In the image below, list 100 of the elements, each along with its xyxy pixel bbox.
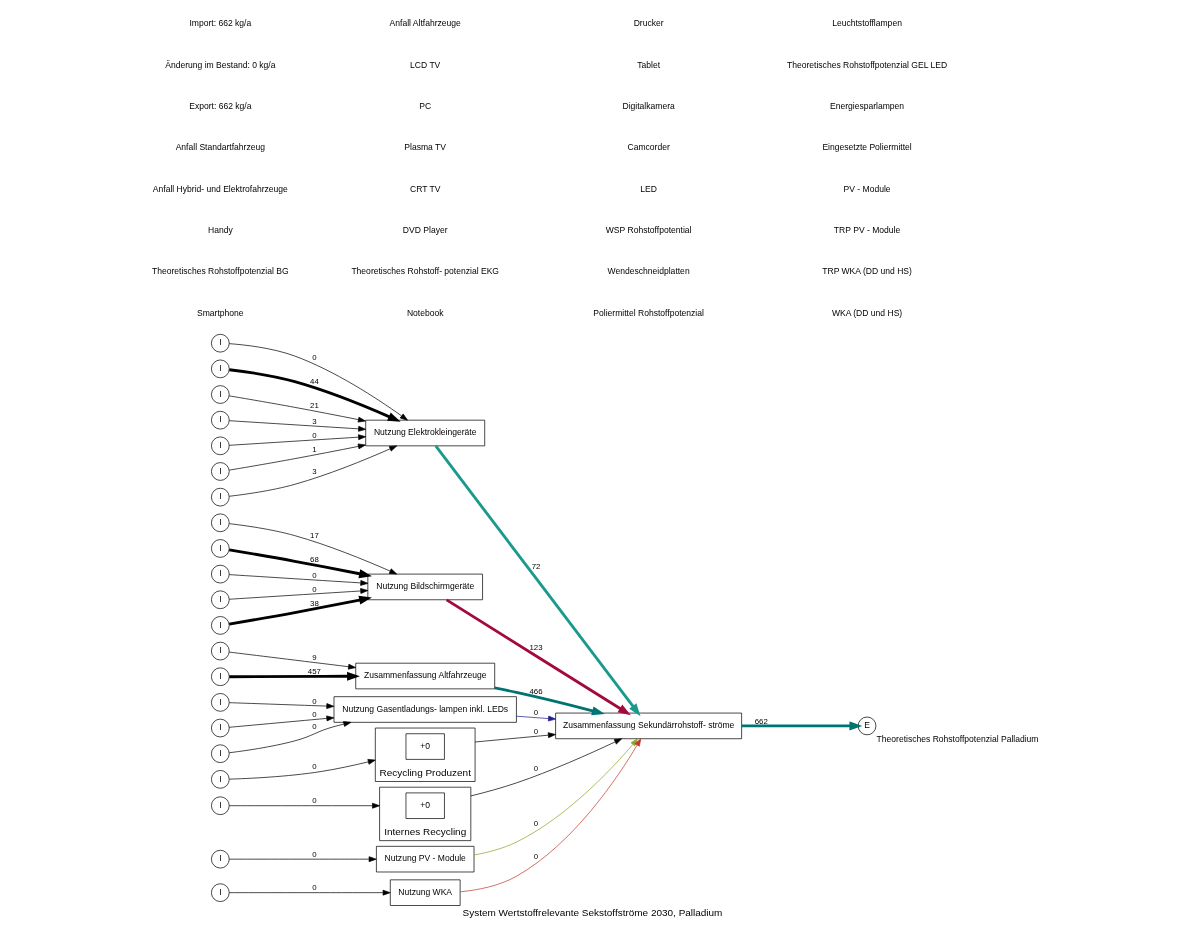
edge-label: 0	[533, 852, 538, 862]
arrow	[228, 548, 372, 579]
node-label: Theoretisches Rohstoffpotenzial Palladium	[876, 733, 1038, 744]
label: Leuchtstofflampen	[831, 18, 902, 29]
arrow	[228, 671, 360, 681]
arrow	[228, 574, 368, 586]
edge-label: 3	[311, 416, 317, 426]
edge-label: 0	[311, 584, 317, 594]
label: Wendeschneidplatten	[607, 266, 690, 277]
node-circle: E	[857, 716, 876, 736]
arrow	[459, 738, 641, 893]
arrow	[228, 702, 334, 709]
arrow	[228, 856, 377, 862]
label: Anfall Altfahrzeuge	[389, 18, 461, 29]
label: PV - Module	[843, 183, 891, 194]
label: Energiesparlampen	[829, 100, 904, 111]
label: TRP PV - Module	[833, 224, 900, 235]
node-box: Zusammenfassung Sekundärrohstoff- ströme	[554, 712, 742, 740]
edge-label: 44	[309, 377, 319, 387]
node-circle: I	[210, 487, 230, 507]
label: TRP WKA (DD und HS)	[821, 266, 912, 277]
arrow	[228, 395, 366, 423]
arrow	[228, 368, 401, 422]
label: Handy	[207, 224, 233, 235]
label: Theoretisches Rohstoffpotenzial GEL LED	[786, 59, 947, 70]
node-circle: I	[210, 590, 230, 610]
label: Notebook	[406, 307, 443, 318]
edge-label: 0	[311, 696, 317, 706]
arrow	[228, 759, 376, 780]
edge-label: 21	[309, 400, 319, 410]
label: Smartphone	[196, 307, 244, 318]
node-circle: I	[210, 539, 230, 558]
arrow	[228, 420, 366, 432]
arrow	[434, 445, 641, 717]
edge-label: 123	[528, 643, 543, 653]
label: Export: 662 kg/a	[188, 100, 251, 111]
label: WKA (DD und HS)	[831, 307, 902, 318]
label: Import: 662 kg/a	[188, 18, 251, 29]
arrow	[474, 732, 556, 743]
edge-label: 0	[311, 883, 317, 893]
label: WSP Rohstoffpotential	[605, 224, 691, 235]
arrow	[445, 598, 631, 716]
edge-label: 3	[311, 467, 317, 477]
node-box: Nutzung PV - Module	[375, 846, 474, 873]
edge-label: 0	[533, 764, 538, 774]
label: Camcorder	[626, 142, 670, 153]
arrow	[493, 686, 605, 716]
edge-label: 0	[311, 796, 317, 806]
arrow	[741, 721, 862, 731]
label: Änderung im Bestand: 0 kg/a	[164, 59, 275, 70]
label: Eingesetzte Poliermittel	[821, 142, 912, 153]
edge-label: 0	[311, 722, 317, 732]
label: DVD Player	[402, 224, 448, 235]
edge-label: 466	[528, 686, 543, 696]
arrow	[228, 588, 368, 600]
edge-label: 0	[311, 849, 317, 859]
label: Poliermittel Rohstoffpotenzial	[592, 307, 704, 318]
arrow	[228, 595, 372, 626]
node-box: Nutzung WKA	[389, 879, 460, 906]
edge-label: 0	[311, 570, 317, 580]
label: CRT TV	[409, 183, 440, 194]
edge-label: 0	[533, 819, 538, 829]
label: Theoretisches Rohstoff- potenzial EKG	[350, 266, 499, 277]
arrow	[473, 738, 638, 856]
node-circle: I	[210, 616, 230, 635]
label: PC	[418, 100, 431, 111]
node-circle: I	[210, 693, 230, 712]
node-circle: I	[210, 744, 230, 763]
node-circle: I	[210, 410, 230, 430]
label: Digitalkamera	[622, 100, 675, 111]
node-circle: I	[210, 796, 230, 815]
label: Plasma TV	[403, 142, 446, 153]
arrow	[228, 802, 380, 809]
arrow	[228, 715, 334, 728]
edge-label: 17	[309, 531, 319, 541]
arrow	[228, 434, 366, 446]
edge-label: 662	[754, 716, 768, 726]
node-circle: I	[210, 770, 230, 789]
arrow	[228, 523, 397, 575]
label: Tablet	[636, 59, 660, 70]
label: Anfall Standartfahrzeug	[175, 142, 265, 153]
arrow	[228, 445, 397, 497]
label: Drucker	[633, 18, 664, 29]
edge-label: 0	[533, 708, 538, 718]
node-circle: I	[210, 385, 230, 404]
arrow	[228, 343, 408, 421]
edge-label: 68	[309, 554, 319, 564]
label: LED	[639, 183, 657, 194]
node-circle: I	[210, 667, 230, 686]
edge-label: 0	[311, 353, 317, 363]
node-circle: I	[210, 718, 230, 738]
edge-label: 72	[531, 561, 540, 571]
label: LCD TV	[409, 59, 440, 70]
node-box: Nutzung Gasentladungs- lampen inkl. LEDs	[333, 696, 517, 723]
node-circle: I	[210, 641, 230, 661]
caption: System Wertstoffrelevante Sekstoffströme 2030, Palladium	[462, 907, 722, 919]
edge-label: 38	[309, 599, 319, 609]
edge-label: 457	[307, 667, 321, 677]
node-box: +0	[405, 792, 445, 819]
node-circle: I	[210, 513, 230, 533]
